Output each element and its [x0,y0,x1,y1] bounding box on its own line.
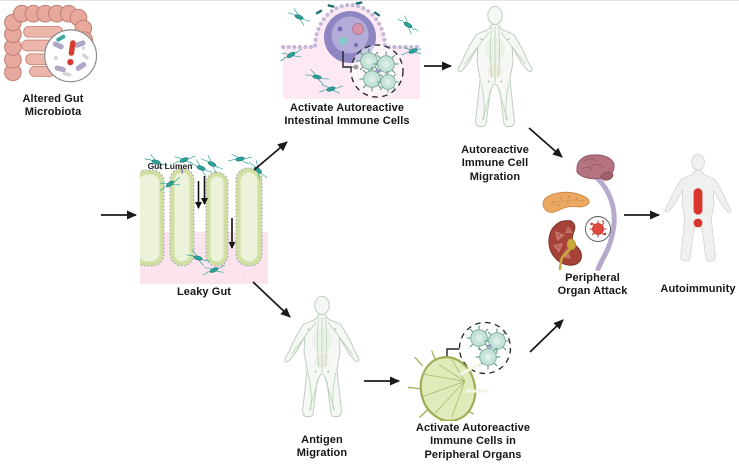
spinal-cord-icon [593,174,617,271]
node-label: Leaky Gut [176,286,232,298]
alert-exclamation-icon [67,40,76,66]
attack-site-circle-icon [585,216,611,242]
human-lymphatic-icon [457,5,533,127]
lymph-nodes [480,27,510,83]
magnifier-circle-icon [44,29,98,83]
human-lymphatic-icon [284,295,360,417]
lymphatic-vessels [464,26,526,121]
brain-pancreas-kidney-icon [542,154,617,271]
node-label: Activate Autoreactive Immune Cells in Pe… [415,422,531,461]
lymphatic-vessels [291,316,353,411]
node-label: Antigen Migration [296,434,348,460]
alert-exclamation-icon [693,188,703,228]
gut-epithelium-immune-cell-icon [277,1,421,99]
kidney-icon [548,220,582,271]
node-antigen-migration: Antigen Migration [272,295,372,461]
villi-icon [140,167,263,267]
dashed-zoom-circle [458,321,512,375]
epithelium-dotted-border [281,3,421,49]
intestinal-villi-icon [140,154,268,284]
human-alert-icon [664,153,732,262]
gut-lumen-annotation: Gut Lumen [147,161,193,171]
node-altered-gut: Altered Gut Microbiota [0,1,106,120]
bacterium-icon [56,34,66,42]
node-label: Activate Autoreactive Intestinal Immune … [284,102,410,128]
brain-icon [576,154,615,181]
ureter [558,247,572,271]
node-label: Autoimmunity [660,283,736,295]
node-leaky-gut: Gut Lumen Leaky Gut [140,154,268,299]
node-peripheral-attack: Peripheral Organ Attack [535,147,650,299]
intestine-magnifier-icon [4,4,98,83]
node-label: Altered Gut Microbiota [22,93,84,119]
node-label: Peripheral Organ Attack [557,272,628,298]
node-activate-peripheral: Activate Autoreactive Immune Cells in Pe… [398,313,548,462]
pancreas-icon [542,191,590,213]
node-autoimmunity: Autoimmunity [653,153,739,296]
lymph-node-body [407,350,489,421]
node-immune-migration: Autoreactive Immune Cell Migration [445,5,545,184]
lymph-node-icon [407,321,512,421]
node-label: Autoreactive Immune Cell Migration [461,144,529,183]
node-activate-intestinal: Activate Autoreactive Intestinal Immune … [273,1,421,129]
lymph-nodes [307,317,337,373]
translocation-arrows [195,176,236,249]
